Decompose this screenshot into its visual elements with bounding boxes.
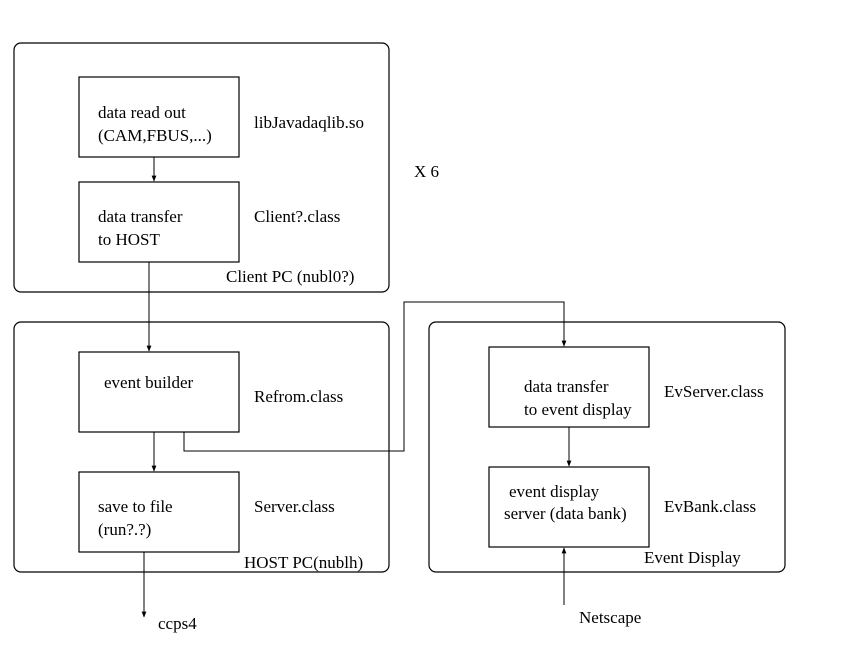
label-ccps4: ccps4 xyxy=(158,614,197,633)
host-pc-frame xyxy=(13,321,390,573)
event-display-group: Event Display data transfer to event dis… xyxy=(428,321,786,573)
label-server-class: Server.class xyxy=(254,497,335,516)
label-refrom-class: Refrom.class xyxy=(254,387,343,406)
client-pc-label: Client PC (nubl0?) xyxy=(226,267,354,286)
box-event-builder-line1: event builder xyxy=(104,373,194,392)
multiplier-label: X 6 xyxy=(414,162,439,181)
label-client-class: Client?.class xyxy=(254,207,340,226)
client-pc-group: Client PC (nubl0?) data read out (CAM,FB… xyxy=(13,42,390,293)
box-event-display-server: event display server (data bank) xyxy=(488,466,650,548)
box-data-transfer-display: data transfer to event display xyxy=(488,346,650,428)
arrow-builder-to-event-display xyxy=(183,301,567,452)
host-pc-group: HOST PC(nublh) event builder Refrom.clas… xyxy=(13,321,390,573)
box-save-to-file: save to file (run?.?) xyxy=(78,471,240,553)
box-data-read-out-line2: (CAM,FBUS,...) xyxy=(98,126,212,145)
box-event-display-server-line2: server (data bank) xyxy=(504,504,627,523)
label-lib-javadaqlib: libJavadaqlib.so xyxy=(254,113,364,132)
box-data-transfer-host-line2: to HOST xyxy=(98,230,160,249)
label-evserver-class: EvServer.class xyxy=(664,382,764,401)
box-data-transfer-host: data transfer to HOST xyxy=(78,181,240,263)
host-pc-label: HOST PC(nublh) xyxy=(244,553,363,572)
box-data-read-out: data read out (CAM,FBUS,...) xyxy=(78,76,240,158)
box-save-to-file-line2: (run?.?) xyxy=(98,520,151,539)
box-data-read-out-line1: data read out xyxy=(98,103,186,122)
label-evbank-class: EvBank.class xyxy=(664,497,756,516)
box-event-display-server-line1: event display xyxy=(509,482,600,501)
box-data-transfer-display-line1: data transfer xyxy=(524,377,609,396)
event-display-frame xyxy=(428,321,786,573)
event-display-label: Event Display xyxy=(644,548,741,567)
box-save-to-file-line1: save to file xyxy=(98,497,173,516)
box-data-transfer-host-line1: data transfer xyxy=(98,207,183,226)
connectors xyxy=(141,157,572,618)
box-event-builder: event builder xyxy=(78,351,240,433)
client-pc-frame xyxy=(13,42,390,293)
box-data-transfer-display-line2: to event display xyxy=(524,400,632,419)
label-netscape: Netscape xyxy=(579,608,641,627)
